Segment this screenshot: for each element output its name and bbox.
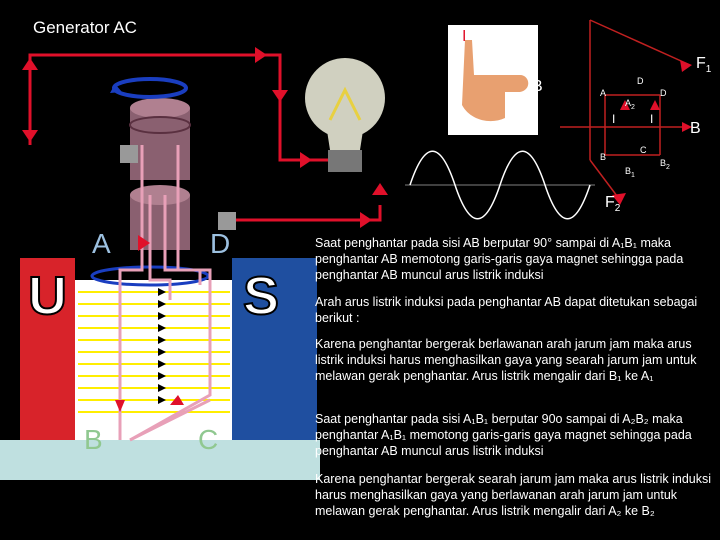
paragraph-2: Arah arus listrik induksi pada penghanta…	[315, 295, 698, 325]
loop-label-b: B	[600, 152, 607, 162]
brush-left	[120, 145, 138, 163]
generator-label-b: B	[84, 424, 103, 455]
external-circuit	[28, 53, 382, 222]
generator-label-d: D	[210, 228, 231, 259]
north-pole-label: U	[27, 265, 68, 327]
field-arrowheads	[158, 288, 166, 404]
north-pole	[20, 258, 75, 440]
magnet-base	[0, 440, 320, 480]
vector-label-f2: F2	[605, 194, 621, 215]
hand-label-force: F	[497, 33, 507, 50]
field-lines	[78, 291, 230, 413]
paragraph-3: Karena penghantar bergerak berlawanan ar…	[315, 337, 697, 383]
light-bulb	[305, 58, 385, 172]
slip-rings	[129, 98, 191, 250]
loop-label-d2: D	[660, 88, 667, 98]
paragraph-1: Saat penghantar pada sisi AB berputar 90…	[315, 236, 684, 282]
loop-label-d: D	[637, 76, 644, 86]
circuit-arrows	[22, 47, 388, 412]
vector-diagram	[560, 19, 691, 201]
loop-label-a: A	[600, 88, 607, 98]
vector-label-i-right: I	[650, 112, 654, 126]
page-title: Generator AC	[33, 18, 137, 37]
generator-label-c: C	[198, 424, 219, 455]
hand-icon	[448, 25, 538, 135]
coil-wire	[118, 145, 212, 442]
vector-label-f1: F1	[696, 55, 712, 76]
south-pole	[232, 258, 317, 440]
paragraph-5: Karena penghantar bergerak searah jarum …	[315, 472, 712, 518]
paragraph-4: Saat penghantar pada sisi A₁B₁ berputar …	[315, 412, 692, 458]
loop-label-a2: A2	[625, 98, 635, 111]
hand-label-field: B	[532, 78, 543, 95]
rotation-arrow-top	[112, 77, 188, 99]
loop-label-b1: B1	[625, 166, 635, 179]
brush-right	[218, 212, 236, 230]
south-pole-label: S	[242, 265, 280, 327]
generator-label-a: A	[92, 228, 111, 259]
loop-label-b2: B2	[660, 158, 670, 171]
vector-label-i-left: I	[612, 112, 616, 126]
loop-label-c: C	[640, 145, 647, 155]
hand-label-current: I	[462, 28, 467, 45]
magnet-gap	[75, 280, 232, 440]
vector-label-b: B	[690, 120, 701, 137]
vector-arrows	[612, 60, 692, 205]
